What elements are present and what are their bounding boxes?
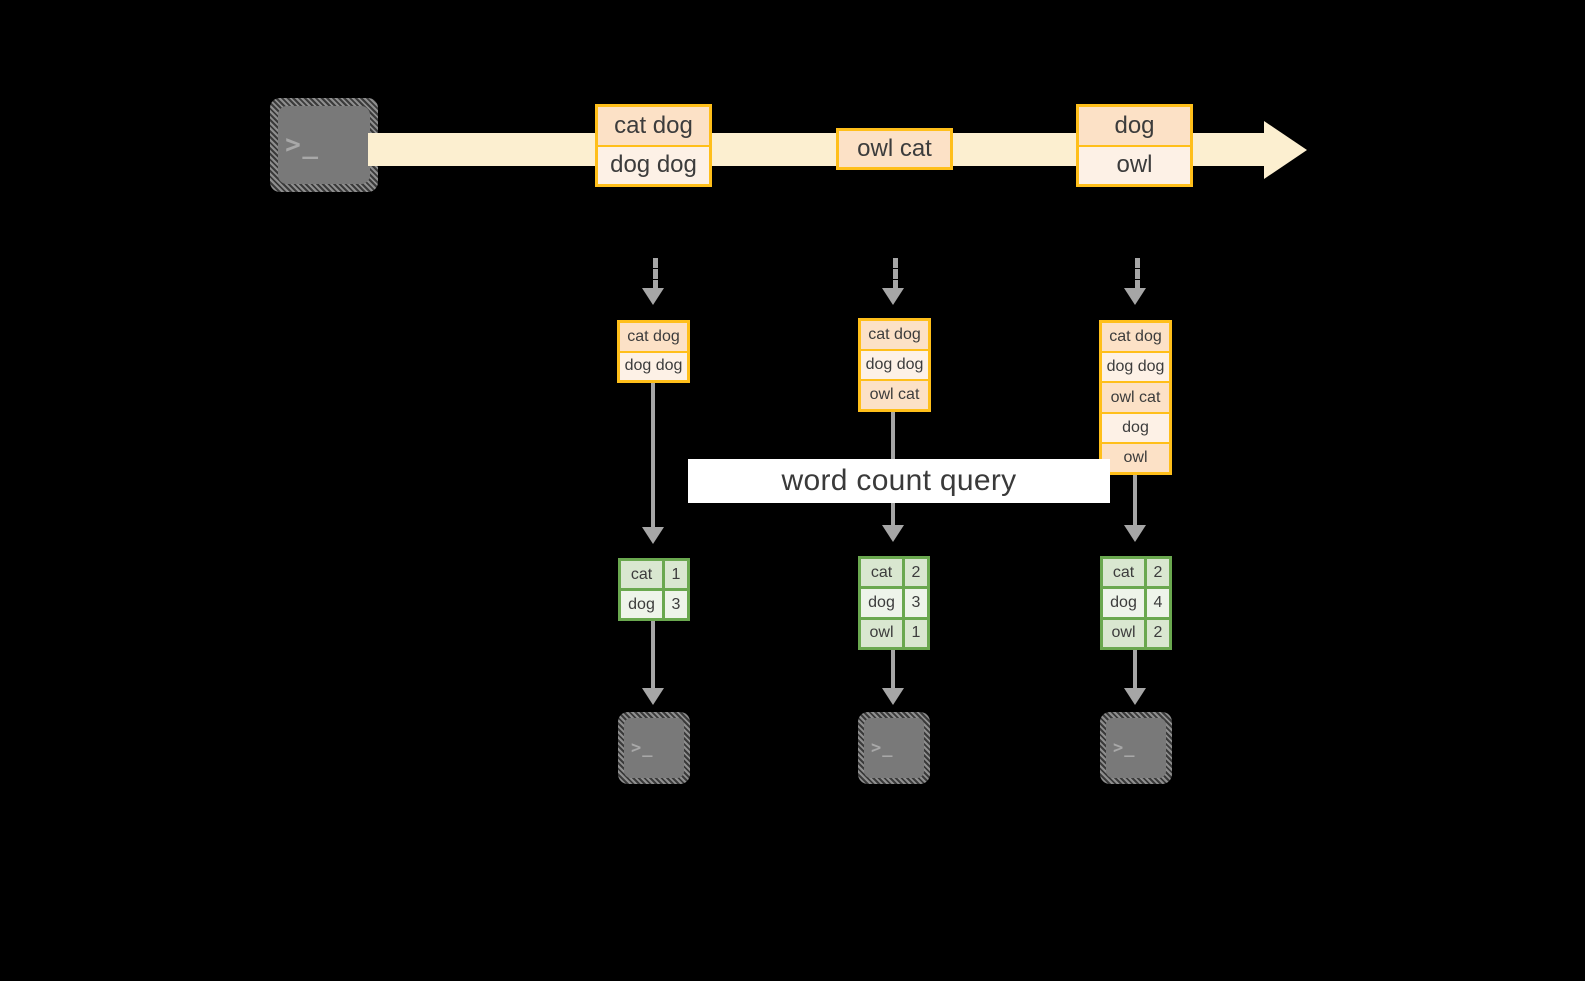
result-word: dog xyxy=(861,589,905,617)
result-row: cat 2 xyxy=(1103,559,1169,590)
result-table-2: cat 2 dog 3 owl 1 xyxy=(858,556,930,650)
terminal-prompt-glyph: >_ xyxy=(285,130,320,160)
terminal-screen xyxy=(864,718,924,778)
sink-terminal-icon-2: >_ xyxy=(858,712,930,784)
terminal-prompt-glyph: >_ xyxy=(1112,737,1136,758)
result-word: owl xyxy=(861,619,905,647)
result-count: 1 xyxy=(905,619,927,647)
terminal-screen xyxy=(1106,718,1166,778)
snapshot-row: cat dog xyxy=(1102,323,1169,354)
stream-record: owl xyxy=(1079,146,1190,184)
snapshot-table-1: cat dog dog dog xyxy=(617,320,690,383)
result-count: 3 xyxy=(665,591,687,618)
result-word: owl xyxy=(1103,619,1147,647)
snapshot-row: owl xyxy=(1102,443,1169,472)
snapshot-to-result-arrowhead xyxy=(882,525,904,542)
snapshot-to-result-line xyxy=(1133,475,1137,527)
result-to-sink-line xyxy=(1133,650,1137,690)
result-table-3: cat 2 dog 4 owl 2 xyxy=(1100,556,1172,650)
stream-group-1: cat dog dog dog xyxy=(595,104,712,187)
result-row: dog 3 xyxy=(861,589,927,620)
result-row: cat 1 xyxy=(621,561,687,591)
stream-to-snapshot-arrowhead xyxy=(642,288,664,305)
stream-group-3: dog owl xyxy=(1076,104,1193,187)
result-row: dog 4 xyxy=(1103,589,1169,620)
query-banner: word count query xyxy=(688,459,1110,503)
terminal-screen xyxy=(624,718,684,778)
stream-record: cat dog xyxy=(598,107,709,147)
sink-terminal-icon-3: >_ xyxy=(1100,712,1172,784)
result-to-sink-line xyxy=(891,650,895,690)
terminal-prompt-glyph: >_ xyxy=(630,737,654,758)
result-word: cat xyxy=(861,559,905,587)
snapshot-to-result-arrowhead xyxy=(1124,525,1146,542)
snapshot-row: dog dog xyxy=(620,352,687,380)
snapshot-table-3: cat dog dog dog owl cat dog owl xyxy=(1099,320,1172,475)
snapshot-row: cat dog xyxy=(861,321,928,351)
stream-to-snapshot-line xyxy=(893,258,898,290)
stream-record: owl cat xyxy=(839,131,950,167)
sink-terminal-icon-1: >_ xyxy=(618,712,690,784)
snapshot-to-result-arrowhead xyxy=(642,527,664,544)
source-terminal-icon: >_ xyxy=(270,98,378,192)
result-count: 4 xyxy=(1147,589,1169,617)
snapshot-to-result-line xyxy=(651,383,655,529)
stream-to-snapshot-line xyxy=(1135,258,1140,290)
query-label: word count query xyxy=(781,464,1017,497)
result-count: 1 xyxy=(665,561,687,588)
snapshot-row: dog dog xyxy=(861,351,928,381)
snapshot-table-2: cat dog dog dog owl cat xyxy=(858,318,931,412)
result-to-sink-arrowhead xyxy=(642,688,664,705)
result-count: 2 xyxy=(905,559,927,587)
result-to-sink-arrowhead xyxy=(1124,688,1146,705)
stream-group-2: owl cat xyxy=(836,128,953,170)
stream-record: dog xyxy=(1079,107,1190,147)
stream-to-snapshot-arrowhead xyxy=(1124,288,1146,305)
snapshot-row: dog xyxy=(1102,413,1169,444)
result-table-1: cat 1 dog 3 xyxy=(618,558,690,621)
stream-to-snapshot-line xyxy=(653,258,658,290)
snapshot-row: owl cat xyxy=(1102,383,1169,414)
stream-to-snapshot-arrowhead xyxy=(882,288,904,305)
result-count: 2 xyxy=(1147,559,1169,587)
result-row: owl 1 xyxy=(861,619,927,647)
snapshot-row: dog dog xyxy=(1102,353,1169,384)
stream-arrow-head xyxy=(1264,121,1307,179)
result-to-sink-line xyxy=(651,621,655,690)
snapshot-row: owl cat xyxy=(861,381,928,409)
result-word: cat xyxy=(1103,559,1147,587)
result-row: cat 2 xyxy=(861,559,927,590)
result-count: 3 xyxy=(905,589,927,617)
snapshot-row: cat dog xyxy=(620,323,687,353)
stream-record: dog dog xyxy=(598,146,709,184)
terminal-prompt-glyph: >_ xyxy=(870,737,894,758)
result-to-sink-arrowhead xyxy=(882,688,904,705)
result-word: dog xyxy=(1103,589,1147,617)
result-word: dog xyxy=(621,591,665,618)
result-count: 2 xyxy=(1147,619,1169,647)
result-row: owl 2 xyxy=(1103,619,1169,647)
result-row: dog 3 xyxy=(621,591,687,618)
result-word: cat xyxy=(621,561,665,588)
terminal-screen xyxy=(278,106,370,184)
